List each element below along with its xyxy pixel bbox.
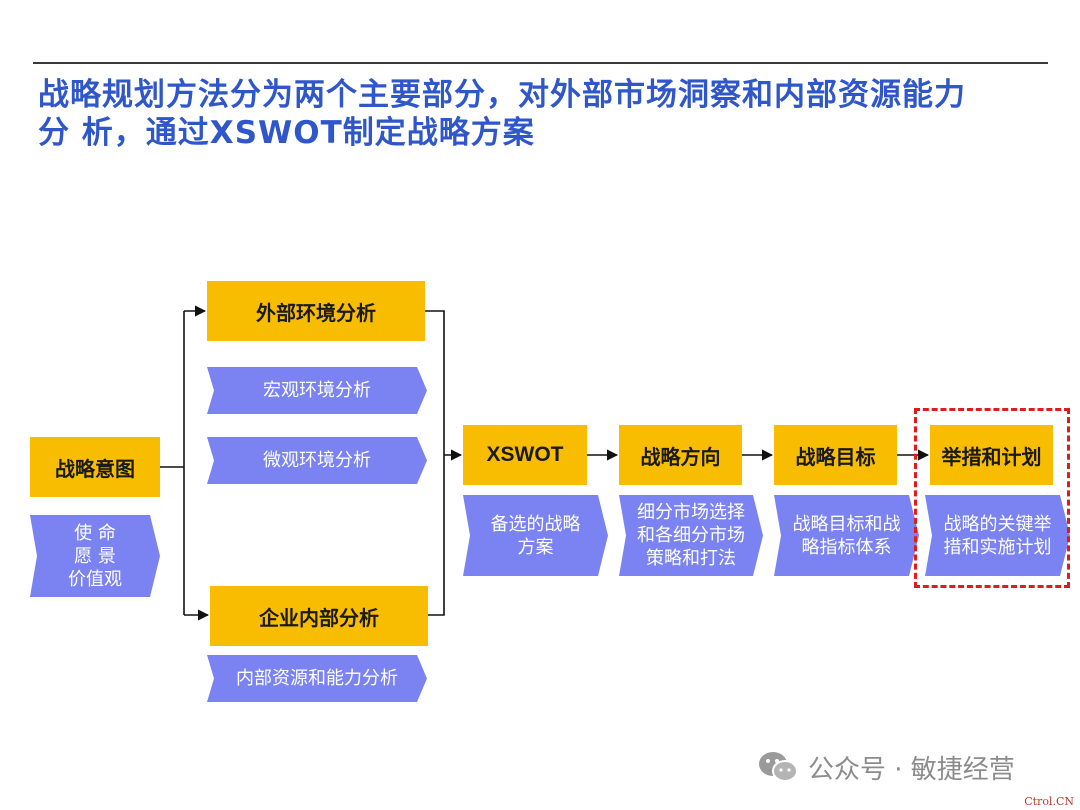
direction-sub-1: 细分市场选择 xyxy=(637,502,745,523)
plan-chevron: 战略的关键举 措和实施计划 xyxy=(925,495,1070,576)
xswot-sub-1: 备选的战略 xyxy=(490,513,581,535)
plan-box: 举措和计划 xyxy=(930,425,1053,485)
wechat-icon xyxy=(759,752,798,782)
goal-label: 战略目标 xyxy=(795,444,876,469)
direction-label: 战略方向 xyxy=(640,444,721,469)
micro-env-chevron: 微观环境分析 xyxy=(207,437,427,484)
internal-analysis-box: 企业内部分析 xyxy=(210,586,428,646)
internal-resource-label: 内部资源和能力分析 xyxy=(236,668,398,689)
internal-analysis-label: 企业内部分析 xyxy=(259,605,379,630)
page-title: 战略规划方法分为两个主要部分，对外部市场洞察和内部资源能力 分 析，通过XSWO… xyxy=(38,76,1028,152)
intent-sub-1: 使 命 xyxy=(74,522,116,544)
xswot-label: XSWOT xyxy=(486,443,564,466)
intent-sub-2: 愿 景 xyxy=(74,545,116,567)
intent-chevron: 使 命 愿 景 价值观 xyxy=(30,515,160,597)
title-line-1: 战略规划方法分为两个主要部分，对外部市场洞察和内部资源能力 xyxy=(38,77,966,113)
intent-label: 战略意图 xyxy=(55,456,135,481)
plan-label: 举措和计划 xyxy=(941,444,1042,469)
macro-env-label: 宏观环境分析 xyxy=(263,380,371,401)
xswot-sub-2: 方案 xyxy=(517,536,554,558)
title-line-2: 分 析，通过XSWOT制定战略方案 xyxy=(38,115,535,151)
xswot-chevron: 备选的战略 方案 xyxy=(463,495,608,576)
top-rule xyxy=(33,62,1048,64)
goal-chevron: 战略目标和战 略指标体系 xyxy=(774,495,919,576)
watermark: 公众号 · 敏捷经营 xyxy=(758,747,1015,787)
direction-sub-2: 和各细分市场 xyxy=(637,525,745,546)
macro-env-chevron: 宏观环境分析 xyxy=(207,367,427,414)
external-analysis-label: 外部环境分析 xyxy=(256,300,376,325)
direction-box: 战略方向 xyxy=(619,425,742,485)
goal-box: 战略目标 xyxy=(774,425,897,485)
intent-sub-3: 价值观 xyxy=(68,568,122,590)
connector-merge-bracket xyxy=(425,310,445,616)
internal-resource-chevron: 内部资源和能力分析 xyxy=(207,655,427,702)
highlight-dashed-frame xyxy=(914,408,1070,588)
watermark-text: 公众号 · 敏捷经营 xyxy=(808,754,1015,785)
plan-sub-1: 战略的关键举 xyxy=(943,513,1052,535)
direction-sub-3: 策略和打法 xyxy=(646,548,736,569)
xswot-box: XSWOT xyxy=(463,425,587,485)
goal-sub-2: 略指标体系 xyxy=(801,536,892,558)
plan-sub-2: 措和实施计划 xyxy=(943,536,1052,558)
direction-chevron: 细分市场选择 和各细分市场 策略和打法 xyxy=(619,495,763,576)
external-analysis-box: 外部环境分析 xyxy=(207,281,425,341)
micro-env-label: 微观环境分析 xyxy=(263,450,371,471)
intent-box: 战略意图 xyxy=(30,437,160,497)
corner-mark: Ctrol.CN xyxy=(1024,795,1074,808)
goal-sub-1: 战略目标和战 xyxy=(792,513,901,535)
